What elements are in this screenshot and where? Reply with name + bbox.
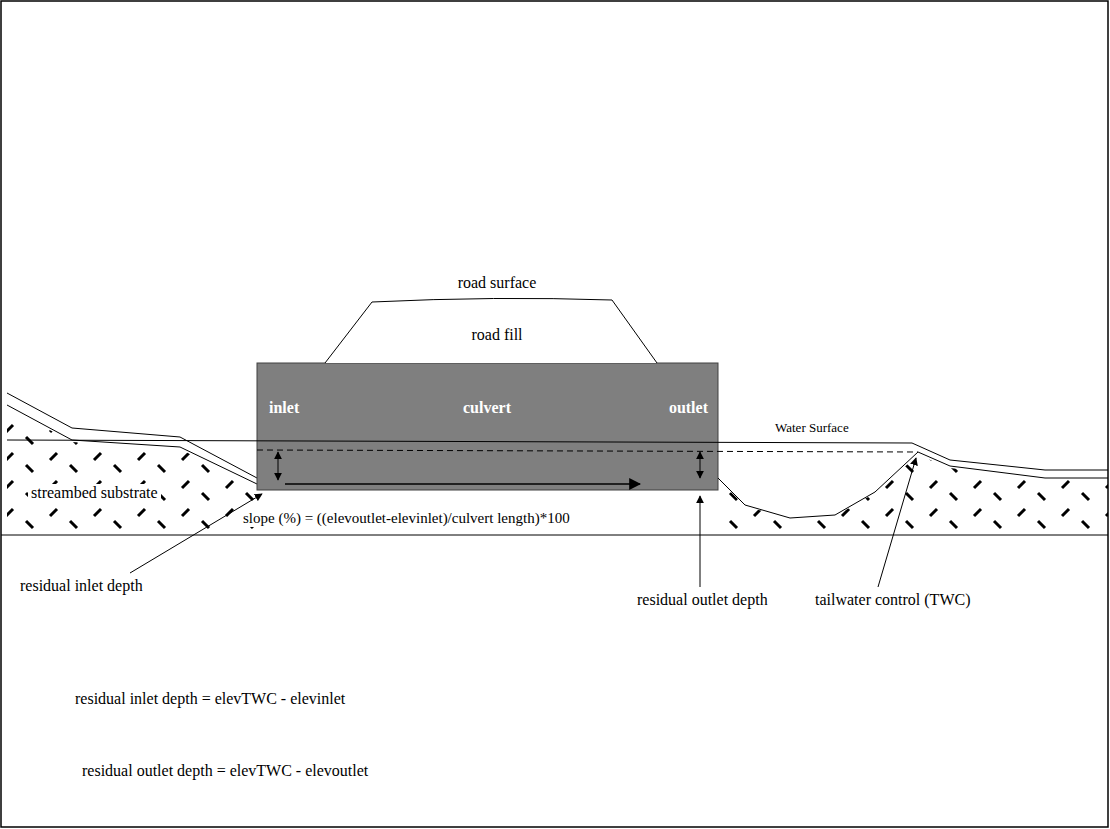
inlet-depth-formula: residual inlet depth = elevTWC - elevinl… [75, 690, 345, 708]
inlet-depth-label: residual inlet depth [20, 577, 143, 595]
slope-arrow [285, 483, 640, 485]
slope-formula: slope (%) = ((elevoutlet-elevinlet)/culv… [240, 510, 573, 527]
outlet-depth-formula: residual outlet depth = elevTWC - elevou… [82, 762, 368, 780]
depth-arrow [700, 452, 701, 478]
leader-line [878, 458, 916, 587]
road-surface-label: road surface [458, 274, 537, 292]
water-surface-label: Water Surface [775, 421, 849, 436]
inlet-label: inlet [269, 399, 299, 417]
outlet-depth-label: residual outlet depth [637, 591, 768, 609]
depth-arrow [278, 452, 279, 480]
road-fill-shape [325, 298, 657, 363]
road-fill: road surfaceroad fill [325, 298, 657, 363]
streambed-line [7, 405, 257, 484]
streambed-hatch [7, 407, 255, 534]
substrate-base-line [1, 535, 1108, 536]
culvert-box: inlet culvert outlet [257, 363, 718, 490]
streambed-label: streambed substrate [28, 484, 161, 502]
leader-line [700, 496, 701, 587]
culvert-label: culvert [463, 399, 511, 417]
twc-label: tailwater control (TWC) [815, 591, 971, 609]
culvert-pipe [257, 363, 718, 490]
twc-level-line [257, 450, 918, 452]
water-surface-line [7, 440, 1108, 470]
road-fill-label: road fill [471, 326, 522, 344]
outlet-label: outlet [669, 399, 708, 417]
bank-line [7, 393, 257, 478]
streambed-hatch [720, 455, 1108, 534]
streambed-line [718, 452, 1108, 518]
leader-line [130, 494, 262, 573]
